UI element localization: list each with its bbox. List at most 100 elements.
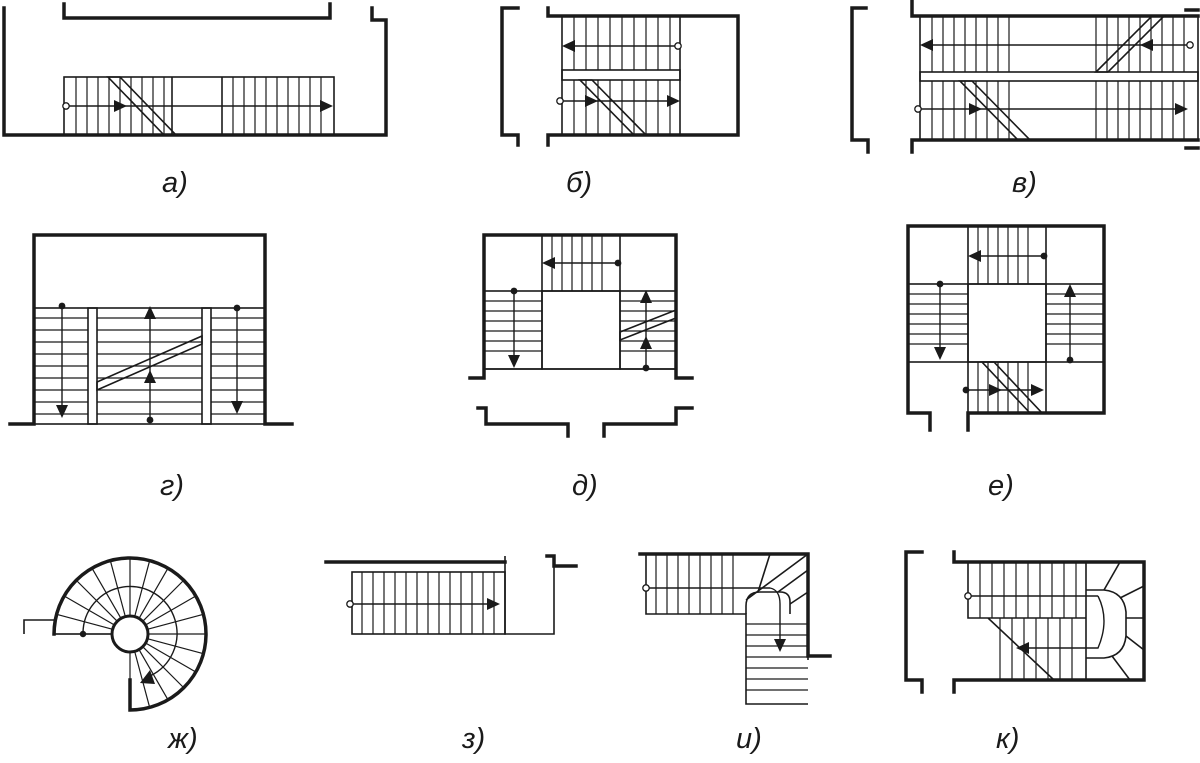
direction-arrow	[542, 257, 555, 269]
direction-arrow	[140, 670, 155, 684]
break-line	[619, 308, 677, 342]
diagram-i-l-shaped-winder: и)	[638, 552, 832, 755]
diagram-e-four-flight-around-well: е)	[906, 224, 1106, 502]
break-line	[980, 361, 1044, 414]
flight-frame	[561, 15, 681, 136]
direction-arrow	[114, 100, 127, 112]
diagram-label-zh: ж)	[166, 723, 198, 755]
flight-steps	[573, 16, 671, 135]
direction-arrow	[640, 290, 652, 303]
start-marker	[614, 259, 622, 267]
start-marker	[1066, 356, 1074, 364]
diagram-label-i: и)	[736, 723, 762, 755]
diagram-g-three-flight-parallel: г)	[8, 233, 294, 502]
direction-arrow	[1140, 39, 1153, 51]
break-line	[958, 80, 1032, 141]
direction-arrow	[934, 347, 946, 360]
flight-steps	[361, 572, 495, 634]
divider	[201, 307, 212, 425]
winder-line	[777, 569, 809, 593]
landing-edge	[23, 619, 54, 634]
winder-line	[1111, 655, 1131, 681]
start-marker	[556, 97, 564, 105]
diagram-z-single-flight: з)	[324, 554, 578, 755]
step-line	[134, 651, 151, 708]
flight-steps	[655, 554, 808, 691]
start-marker	[346, 600, 354, 608]
direction-arrow	[640, 336, 652, 349]
direction-arrow	[774, 639, 786, 652]
flight-steps	[979, 562, 1077, 680]
wall-outline	[8, 233, 294, 426]
direction-arrow	[487, 598, 500, 610]
start-marker	[58, 302, 66, 310]
diagram-label-a: а)	[162, 167, 188, 199]
diagram-k-u-shaped-winder: к)	[904, 550, 1146, 755]
divider	[87, 307, 98, 425]
flight-frame	[919, 15, 1199, 141]
direction-arrow	[562, 40, 575, 52]
start-marker	[146, 416, 154, 424]
direction-arrow	[144, 306, 156, 319]
break-line	[1094, 15, 1166, 73]
diagram-b-two-flight-return: б)	[500, 6, 740, 199]
start-marker	[964, 592, 972, 600]
center-divider	[919, 71, 1199, 82]
direction-arrow	[1064, 284, 1076, 297]
walk-line	[769, 587, 781, 644]
direction-arrow	[920, 39, 933, 51]
diagram-label-b: б)	[566, 167, 592, 199]
start-marker	[914, 105, 922, 113]
stair-well	[967, 283, 1047, 363]
direction-arrow	[320, 100, 333, 112]
direction-arrow	[144, 370, 156, 383]
diagram-v-double-straight: в)	[850, 0, 1200, 199]
right-flight-frame	[1045, 283, 1105, 363]
direction-arrow	[508, 355, 520, 368]
direction-arrow	[969, 103, 982, 115]
direction-arrow	[989, 384, 1002, 396]
flight-outline	[967, 562, 1087, 681]
start-marker	[642, 584, 650, 592]
winder-line	[1119, 585, 1145, 599]
diagram-d-three-flight-around-well: д)	[468, 233, 694, 502]
start-marker	[674, 42, 682, 50]
winder-line	[789, 591, 809, 605]
wall-outline	[850, 0, 1200, 154]
wall-outline	[638, 552, 832, 658]
wall-outline	[500, 6, 740, 147]
direction-arrow	[968, 250, 981, 262]
center-post	[110, 614, 150, 654]
flight-steps	[908, 226, 1104, 413]
wall-outline	[468, 233, 694, 438]
winder-line	[1103, 561, 1121, 591]
start-marker	[510, 287, 518, 295]
direction-arrow	[667, 95, 680, 107]
spiral-steps	[54, 558, 206, 710]
walk-line	[1024, 595, 1105, 649]
winder-line	[1125, 635, 1145, 651]
diagram-label-z: з)	[461, 723, 485, 755]
start-marker	[936, 280, 944, 288]
diagram-label-e: е)	[988, 470, 1014, 502]
stair-well	[541, 290, 621, 370]
diagram-label-g: г)	[160, 470, 184, 502]
diagram-zh-spiral: ж)	[23, 556, 208, 755]
outer-wall	[52, 556, 208, 712]
start-marker	[62, 102, 70, 110]
direction-arrow	[1031, 384, 1044, 396]
wall-outline	[324, 554, 578, 568]
direction-arrow	[585, 95, 598, 107]
direction-arrow	[1175, 103, 1188, 115]
start-marker	[1040, 252, 1048, 260]
wall-outline	[2, 2, 388, 137]
walk-line	[82, 585, 178, 677]
wall-outline	[904, 550, 1146, 694]
break-line	[578, 79, 648, 136]
direction-arrow	[56, 405, 68, 418]
start-marker	[642, 364, 650, 372]
center-divider	[561, 69, 681, 81]
diagram-label-d: д)	[572, 470, 598, 502]
flight-steps	[931, 16, 1185, 140]
